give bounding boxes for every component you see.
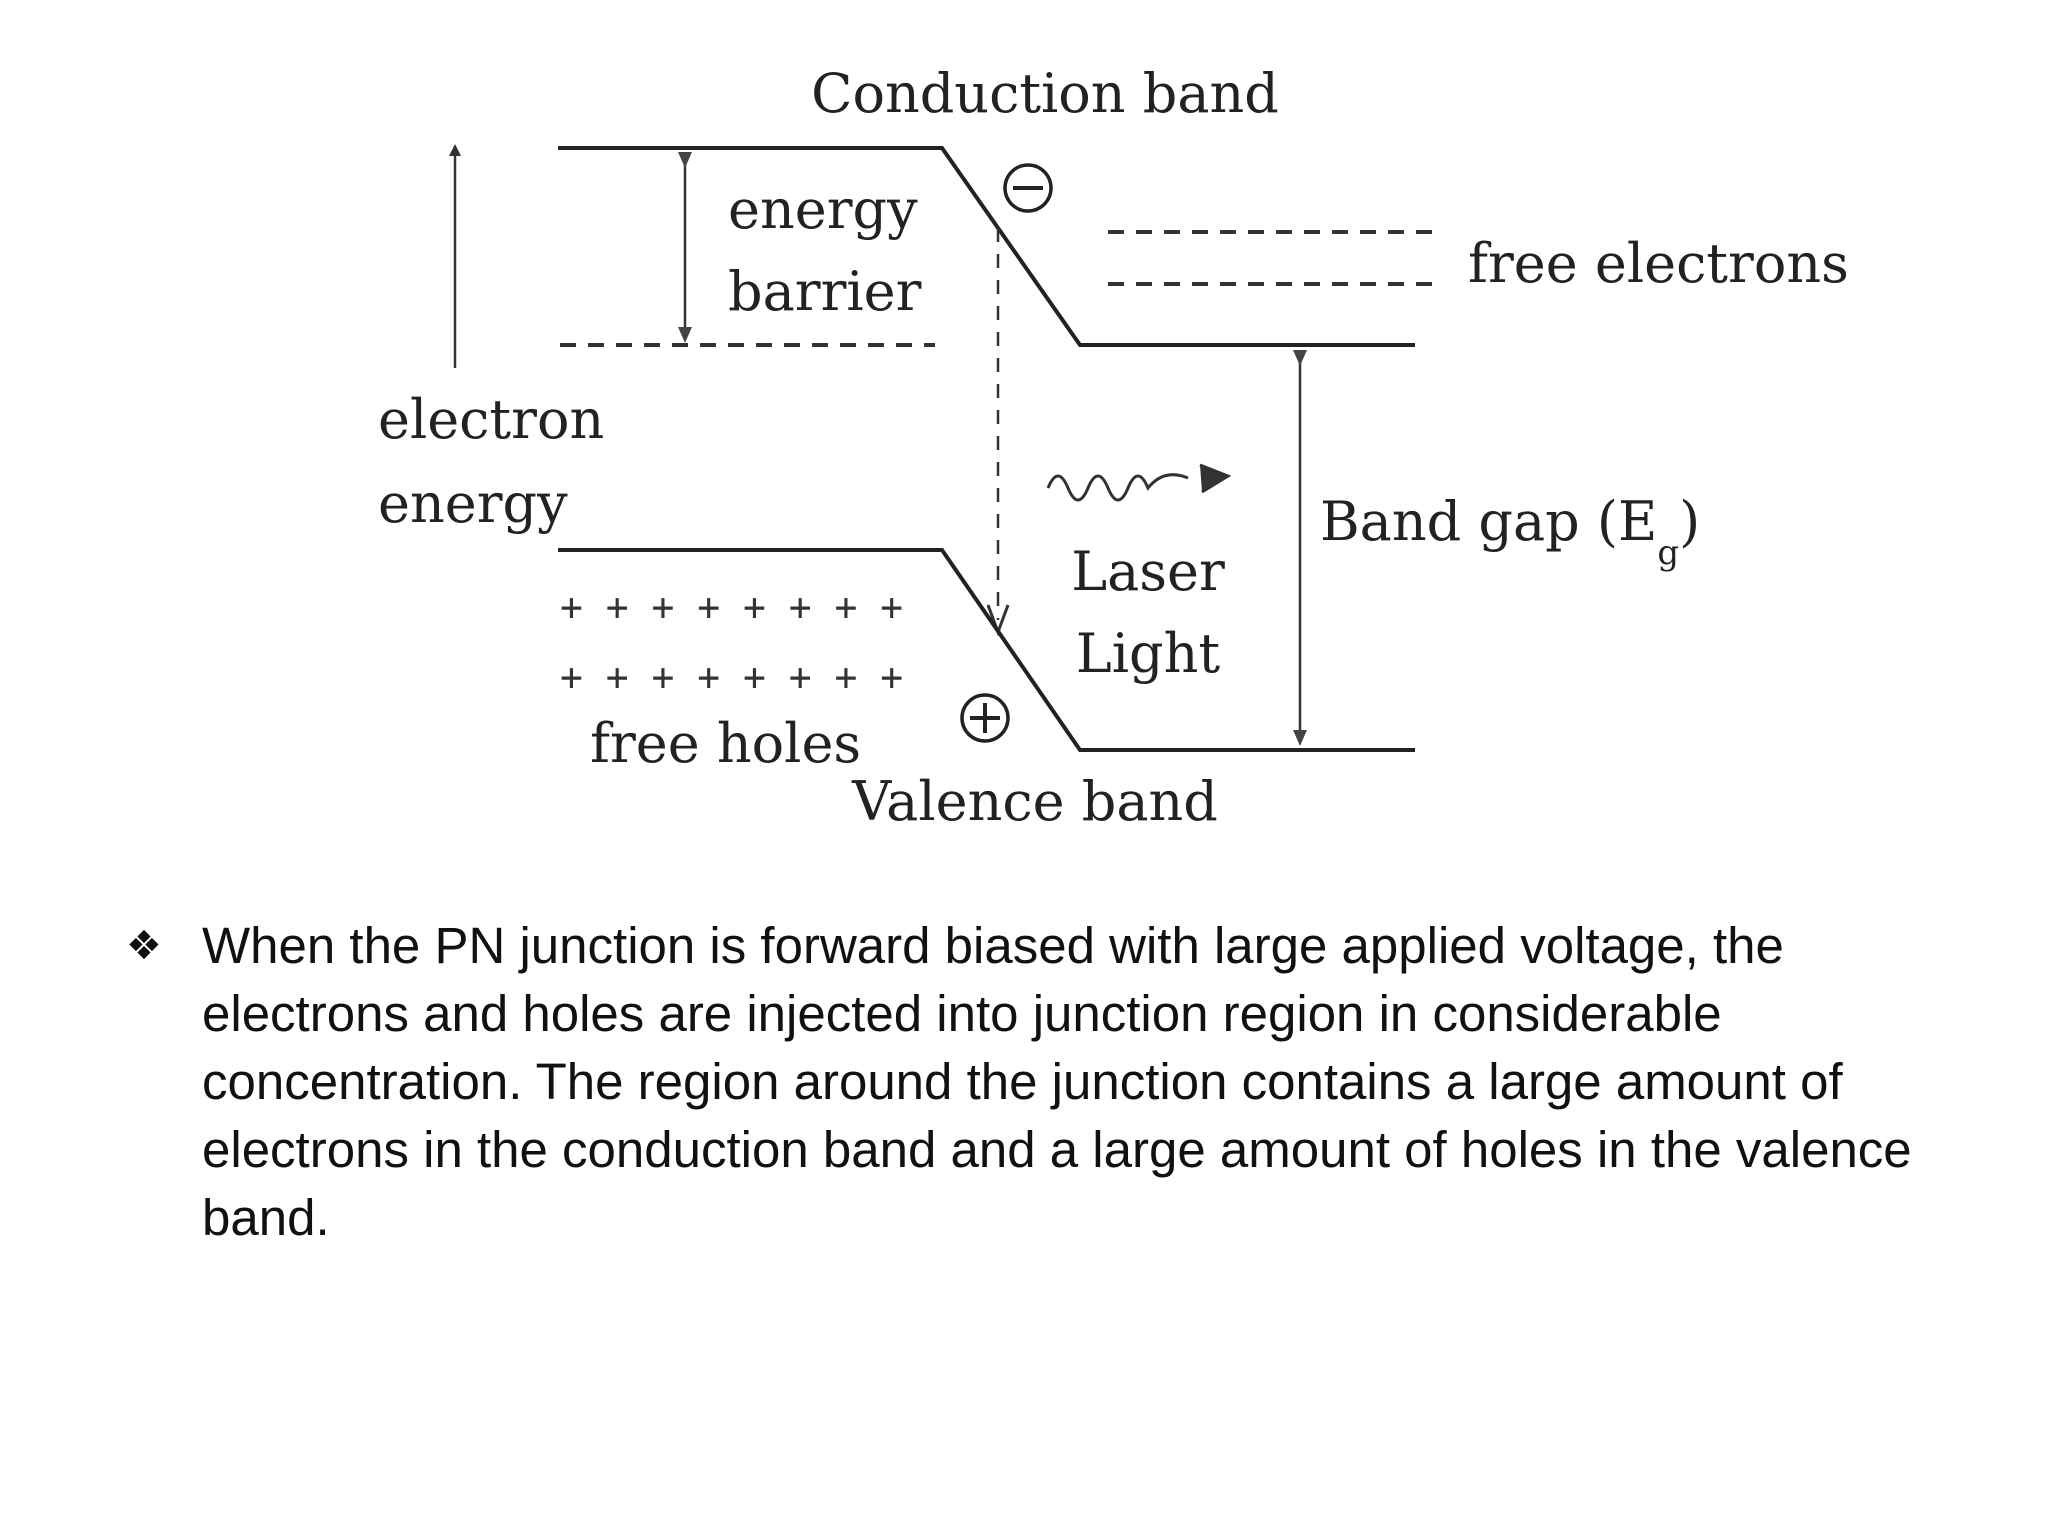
valence-band-line (558, 548, 1415, 752)
photon-arrow-head-icon (1199, 463, 1232, 494)
hole-symbol-icon (960, 693, 1010, 743)
energy-barrier-label-1: energy (728, 178, 918, 241)
bullet-text: When the PN junction is forward biased w… (202, 917, 1912, 1246)
electron-energy-label-1: electron (378, 388, 604, 451)
conduction-band-line (558, 146, 1415, 347)
photon-wave-icon (1046, 473, 1189, 502)
electron-energy-label-2: energy (378, 472, 568, 535)
bullet-point: ❖ When the PN junction is forward biased… (126, 912, 1986, 1252)
bullet-diamond-icon: ❖ (126, 923, 162, 969)
holes-plus-row-1: + + + + + + + + (560, 585, 903, 629)
laser-label-2: Light (1076, 622, 1220, 685)
band-gap-label: Band gap (Eg) (1320, 490, 1700, 573)
free-holes-label: free holes (590, 712, 861, 775)
laser-label-1: Laser (1071, 540, 1225, 603)
electron-symbol-icon (1003, 163, 1053, 213)
conduction-band-label: Conduction band (811, 62, 1279, 125)
valence-band-label: Valence band (851, 770, 1218, 833)
energy-barrier-label-2: barrier (728, 260, 922, 323)
holes-plus-row-2: + + + + + + + + (560, 655, 903, 699)
band-diagram: Conduction band electron energy energy b… (378, 62, 1849, 833)
free-electrons-label: free electrons (1468, 232, 1849, 295)
